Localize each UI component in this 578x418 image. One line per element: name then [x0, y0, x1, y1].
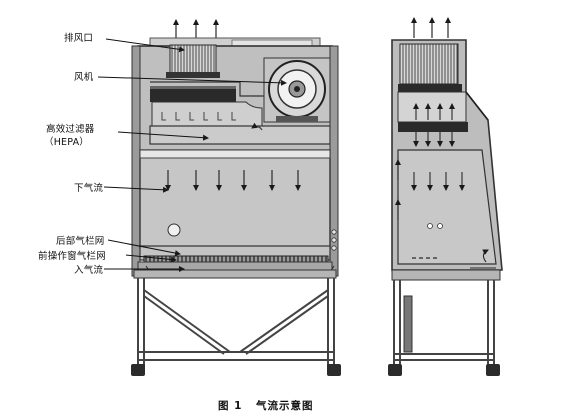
side-view-cabinet: [388, 17, 503, 376]
side-stand: [391, 269, 501, 364]
leader-lines: [97, 38, 287, 272]
label-front-grille: 前操作窗气栏网: [38, 251, 106, 262]
front-view-cabinet: [131, 19, 341, 376]
exhaust-filter: [166, 44, 220, 78]
work-zone: [139, 149, 331, 249]
label-hepa-line1: 高效过滤器: [46, 124, 95, 135]
label-hepa-line2: （HEPA）: [44, 137, 89, 148]
label-downflow: 下气流: [74, 183, 104, 194]
side-exhaust-arrows: [411, 17, 451, 38]
front-stand: [133, 269, 337, 366]
hepa-filter-block: [150, 86, 236, 102]
label-fan: 风机: [74, 72, 94, 83]
label-rear-grille: 后部气栏网: [56, 236, 105, 247]
fan: [263, 57, 331, 123]
label-exhaust: 排风口: [64, 33, 94, 44]
label-inflow: 入气流: [74, 265, 104, 276]
caption-text: 气流示意图: [256, 400, 314, 412]
caption-number: 图 1: [218, 400, 243, 412]
